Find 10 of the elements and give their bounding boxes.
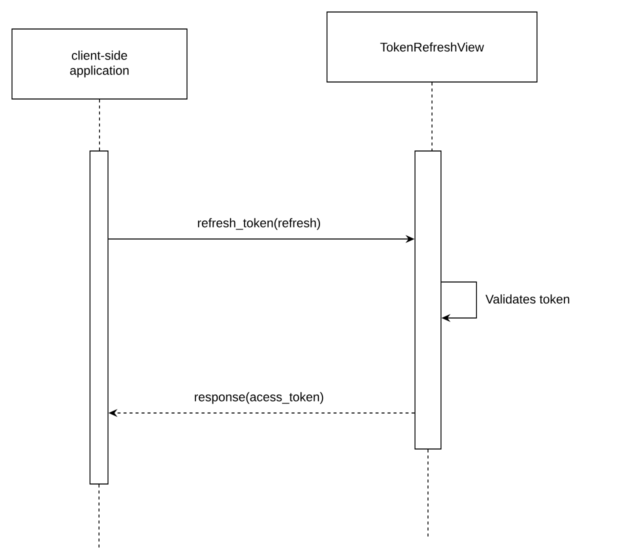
participant-box: client-side application (12, 28, 188, 100)
lifeline (98, 484, 100, 548)
edge-label: Validates token (486, 294, 570, 304)
participant-box: TokenRefreshView (326, 12, 538, 82)
activation-bar (414, 150, 442, 450)
edge-label: response(acess_token) (194, 392, 324, 404)
lifeline (99, 99, 100, 151)
edge-label: refresh_token(refresh) (198, 218, 320, 230)
activation-bar (90, 150, 108, 484)
self-message-arrow (441, 282, 477, 322)
